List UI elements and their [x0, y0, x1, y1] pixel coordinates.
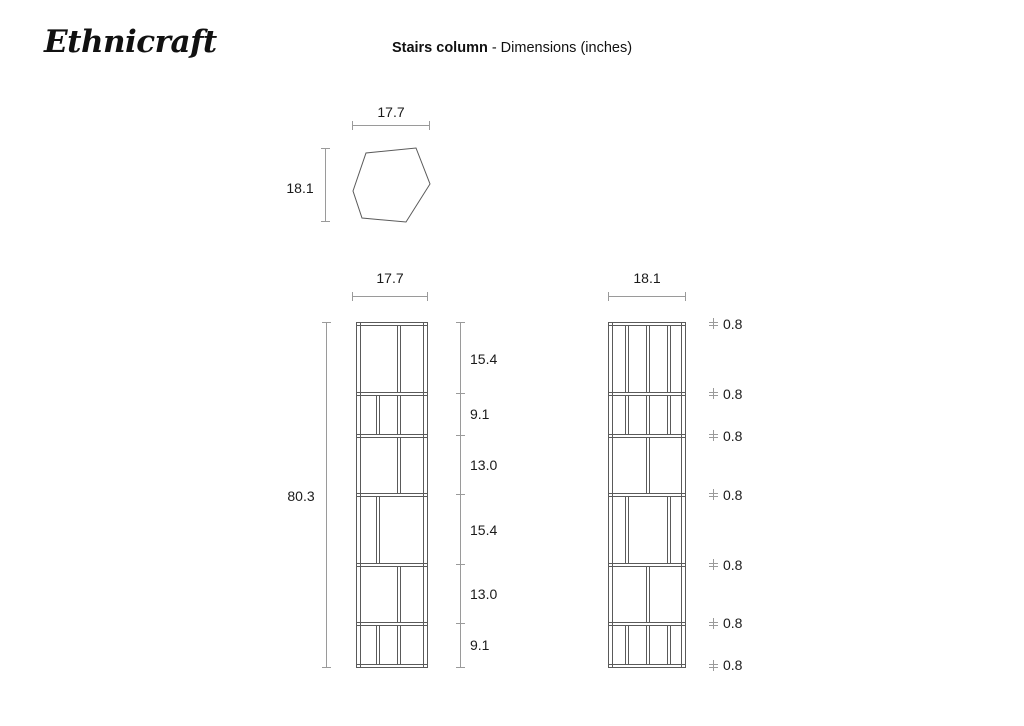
- side-column-width-label: 18.1: [633, 270, 661, 286]
- segment-height-label: 15.4: [470, 522, 498, 538]
- segment-height-label: 9.1: [470, 637, 490, 653]
- shelf-thickness-label: 0.8: [723, 615, 743, 631]
- shelf-thickness-label: 0.8: [723, 657, 743, 673]
- segment-height-label: 9.1: [470, 406, 490, 422]
- top-view-height-label: 18.1: [286, 180, 314, 196]
- top-view-width-label: 17.7: [377, 104, 405, 120]
- shelf-thickness-label: 0.8: [723, 316, 743, 332]
- shelf-thickness-label: 0.8: [723, 386, 743, 402]
- shelf-thickness-label: 0.8: [723, 487, 743, 503]
- page-title: Stairs column- Dimensions (inches): [0, 40, 1024, 56]
- segment-height-label: 13.0: [470, 457, 498, 473]
- title-product-name: Stairs column: [391, 40, 488, 56]
- overall-height-label: 80.3: [287, 488, 315, 504]
- segment-height-label: 13.0: [470, 586, 498, 602]
- brand-logo: Ethnicraft: [44, 24, 217, 60]
- segment-height-label: 15.4: [470, 351, 498, 367]
- shelf-thickness-label: 0.8: [723, 428, 743, 444]
- shelf-thickness-label: 0.8: [723, 557, 743, 573]
- front-column-width-label: 17.7: [376, 270, 404, 286]
- title-suffix: - Dimensions (inches): [491, 40, 633, 56]
